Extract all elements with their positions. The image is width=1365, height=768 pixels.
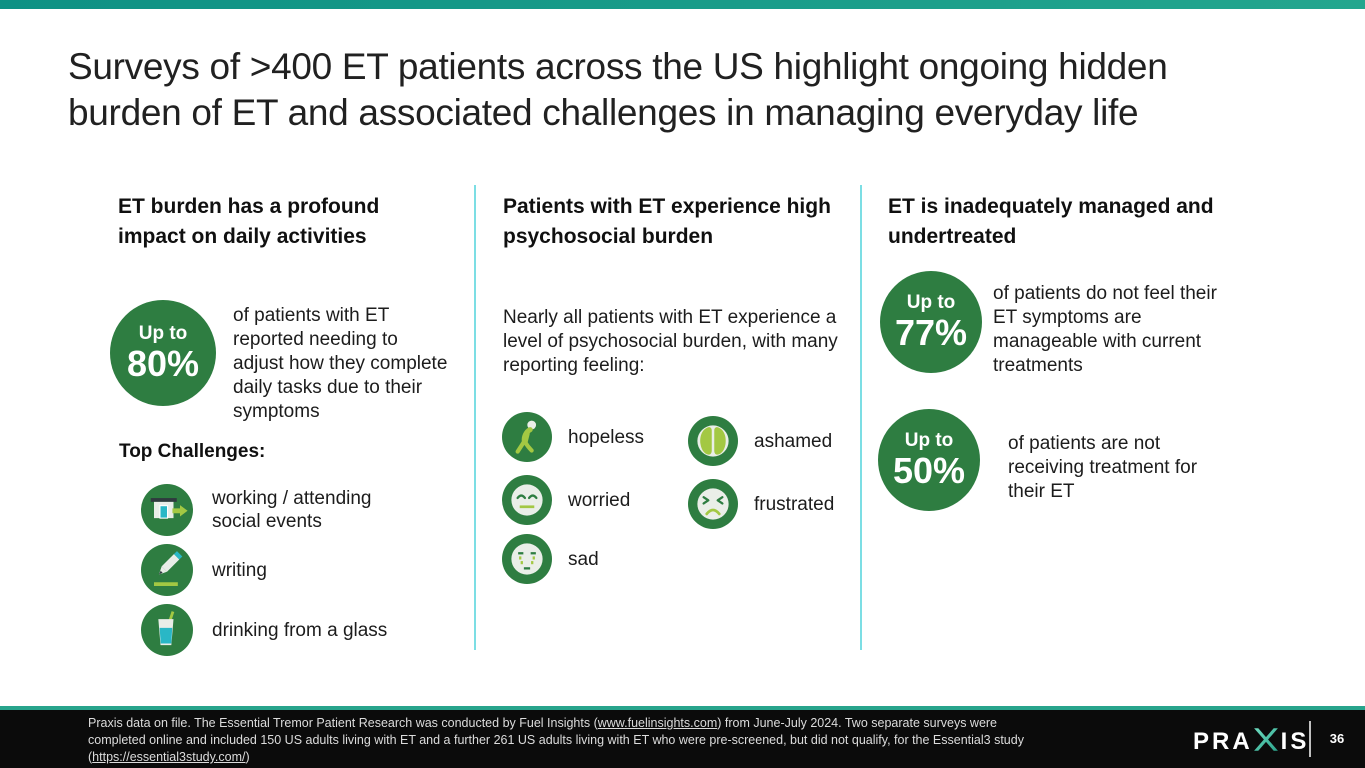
column2-intro: Nearly all patients with ET experience a…: [503, 307, 838, 376]
column3-heading: ET is inadequately managed and undertrea…: [888, 195, 1214, 248]
footer-text-segment: ) from June-July 2024. Two separate surv…: [717, 716, 998, 730]
column2-heading: Patients with ET experience high psychos…: [503, 195, 831, 248]
stat-50-text: of patients are not receiving treatment …: [1008, 433, 1198, 502]
column1-heading: ET burden has a profound impact on daily…: [118, 195, 380, 248]
footer-text-segment: (: [88, 750, 93, 764]
feeling-row-worried: worried: [502, 475, 630, 525]
column-divider-2: [860, 185, 862, 650]
sad-icon: [502, 534, 552, 584]
footer-citation: Praxis data on file. The Essential Tremo…: [88, 715, 1088, 766]
glass-icon: [141, 604, 193, 656]
challenge-label: drinking from a glass: [212, 619, 388, 641]
feeling-row-sad: sad: [502, 534, 599, 584]
feeling-label: sad: [568, 548, 599, 570]
stat-77-text: of patients do not feel their ET symptom…: [993, 283, 1217, 376]
challenge-row-writing: writing: [141, 544, 407, 596]
praxis-x-icon: [1252, 726, 1280, 758]
footer-citation-line2: completed online and included 150 US adu…: [88, 733, 1024, 747]
feeling-label: hopeless: [568, 426, 645, 448]
challenge-label: working / attending social events: [212, 488, 372, 532]
frustrated-icon: [688, 479, 738, 529]
stat-circle-77: Up to 77%: [880, 271, 982, 373]
stat-50-prefix: Up to: [904, 430, 954, 451]
slide-title-line2: burden of ET and associated challenges i…: [68, 92, 1139, 133]
feeling-row-frustrated: frustrated: [688, 479, 834, 529]
essential3study-link[interactable]: https://essential3study.com/: [92, 750, 246, 764]
hopeless-icon: [502, 412, 552, 462]
workplace-icon: [141, 484, 193, 536]
stat-80-text: of patients with ET reported needing to …: [233, 305, 448, 422]
top-challenges-label: Top Challenges:: [119, 441, 266, 462]
challenge-label: writing: [212, 559, 267, 581]
challenge-row-drinking: drinking from a glass: [141, 604, 407, 656]
feeling-row-ashamed: ashamed: [688, 416, 832, 466]
footer-citation-line1: Praxis data on file. The Essential Tremo…: [88, 715, 1088, 732]
footer: Praxis data on file. The Essential Tremo…: [0, 710, 1365, 768]
column-divider-1: [474, 185, 476, 650]
stat-77-prefix: Up to: [906, 292, 956, 313]
challenge-row-working: working / attending social events: [141, 484, 407, 536]
stat-circle-50: Up to 50%: [878, 409, 980, 511]
praxis-logo-text-right: IS: [1280, 728, 1310, 755]
writing-icon: [141, 544, 193, 596]
top-accent-bar: [0, 0, 1365, 9]
stat-80-prefix: Up to: [138, 323, 188, 344]
praxis-logo-text-left: PRA: [1193, 728, 1253, 755]
feeling-label: ashamed: [754, 430, 833, 452]
ashamed-icon: [688, 416, 738, 466]
feeling-label: worried: [568, 489, 631, 511]
feeling-label: frustrated: [754, 493, 835, 515]
stat-80-value: 80%: [126, 343, 200, 384]
worried-icon: [502, 475, 552, 525]
slide-title: Surveys of >400 ET patients across the U…: [68, 44, 1338, 136]
footer-text-segment: ): [245, 750, 250, 764]
stat-circle-80: Up to 80%: [110, 300, 216, 406]
footer-divider: [1309, 721, 1311, 757]
slide-title-line1: Surveys of >400 ET patients across the U…: [68, 46, 1168, 87]
feeling-row-hopeless: hopeless: [502, 412, 644, 462]
footer-text-segment: Praxis data on file. The Essential Tremo…: [88, 716, 598, 730]
footer-accent-line: [0, 706, 1365, 710]
praxis-logo: PRA IS: [1193, 726, 1309, 758]
footer-citation-line3: (https://essential3study.com/): [88, 749, 1088, 766]
stat-50-value: 50%: [892, 450, 966, 491]
fuelinsights-link[interactable]: www.fuelinsights.com: [597, 716, 718, 730]
page-number: 36: [1329, 731, 1345, 746]
stat-77-value: 77%: [894, 312, 968, 353]
